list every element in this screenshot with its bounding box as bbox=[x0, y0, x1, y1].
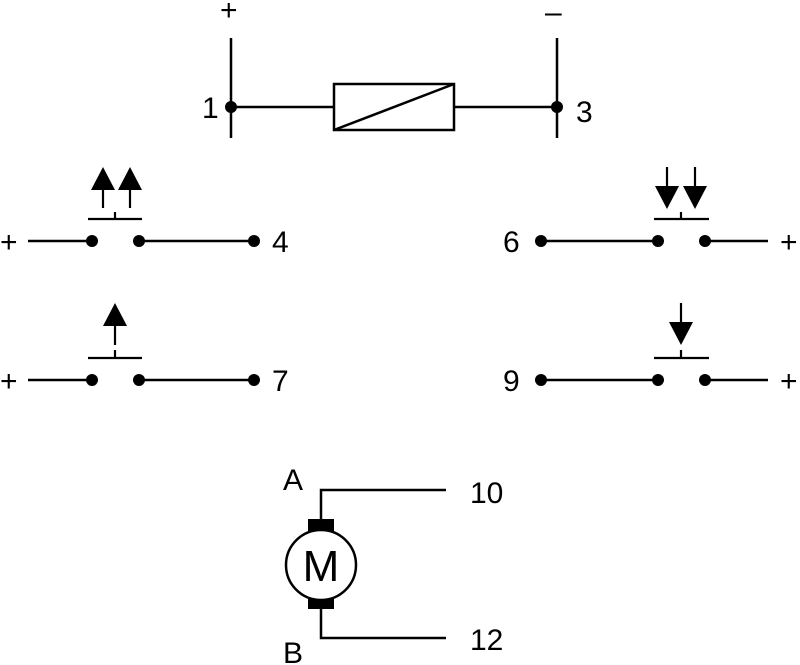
motor-body bbox=[284, 528, 358, 602]
up-arrow-icon bbox=[91, 167, 115, 190]
switch-7-supply-sign: + bbox=[0, 365, 18, 398]
switch-4-supply-sign: + bbox=[0, 226, 18, 259]
coil-pin-3-label: 3 bbox=[576, 96, 593, 129]
coil-plus-sign: + bbox=[220, 0, 238, 27]
coil-minus-sign: – bbox=[545, 0, 562, 29]
down-arrow-icon bbox=[669, 322, 693, 345]
switch-4-contact-left bbox=[86, 235, 98, 247]
switch-7-pin-label: 7 bbox=[272, 365, 289, 398]
switch-4-pin-label: 4 bbox=[272, 226, 289, 259]
switch-single-down: 9 + bbox=[503, 303, 798, 398]
switch-double-down: 6 + bbox=[503, 167, 798, 259]
coil-pin-1-label: 1 bbox=[202, 92, 219, 125]
down-arrow-icon bbox=[683, 186, 707, 209]
down-arrow-icon bbox=[655, 186, 679, 209]
motor-pin-12-label: 12 bbox=[470, 624, 503, 657]
switch-7-terminal-dot bbox=[248, 374, 260, 386]
coil-pin-1-dot bbox=[225, 101, 237, 113]
switch-6-pin-label: 6 bbox=[503, 226, 520, 259]
up-arrow-icon bbox=[118, 167, 142, 190]
coil-pin-3-dot bbox=[551, 101, 563, 113]
motor-pin-10-label: 10 bbox=[470, 477, 503, 510]
motor-bottom-wire bbox=[319, 608, 446, 640]
switch-9-contact-left bbox=[652, 374, 664, 386]
motor-top-wire bbox=[319, 488, 446, 521]
coil-body bbox=[332, 82, 456, 132]
motor-terminal-a-label: A bbox=[283, 464, 303, 497]
coil-diagonal bbox=[333, 82, 455, 132]
motor-symbol: M bbox=[303, 542, 340, 591]
dc-motor: A B 10 12 M bbox=[283, 464, 503, 665]
switch-6-contact-left bbox=[652, 235, 664, 247]
switch-double-up: + 4 bbox=[0, 167, 289, 259]
relay-coil: + – 1 3 bbox=[202, 0, 593, 138]
switch-7-contact-left bbox=[86, 374, 98, 386]
switch-6-supply-sign: + bbox=[780, 226, 798, 259]
switch-4-terminal-dot bbox=[248, 235, 260, 247]
motor-terminal-b-label: B bbox=[283, 637, 303, 665]
up-arrow-icon bbox=[103, 303, 127, 326]
switch-single-up: + 7 bbox=[0, 303, 289, 398]
switch-9-supply-sign: + bbox=[780, 365, 798, 398]
switch-9-pin-label: 9 bbox=[503, 365, 520, 398]
